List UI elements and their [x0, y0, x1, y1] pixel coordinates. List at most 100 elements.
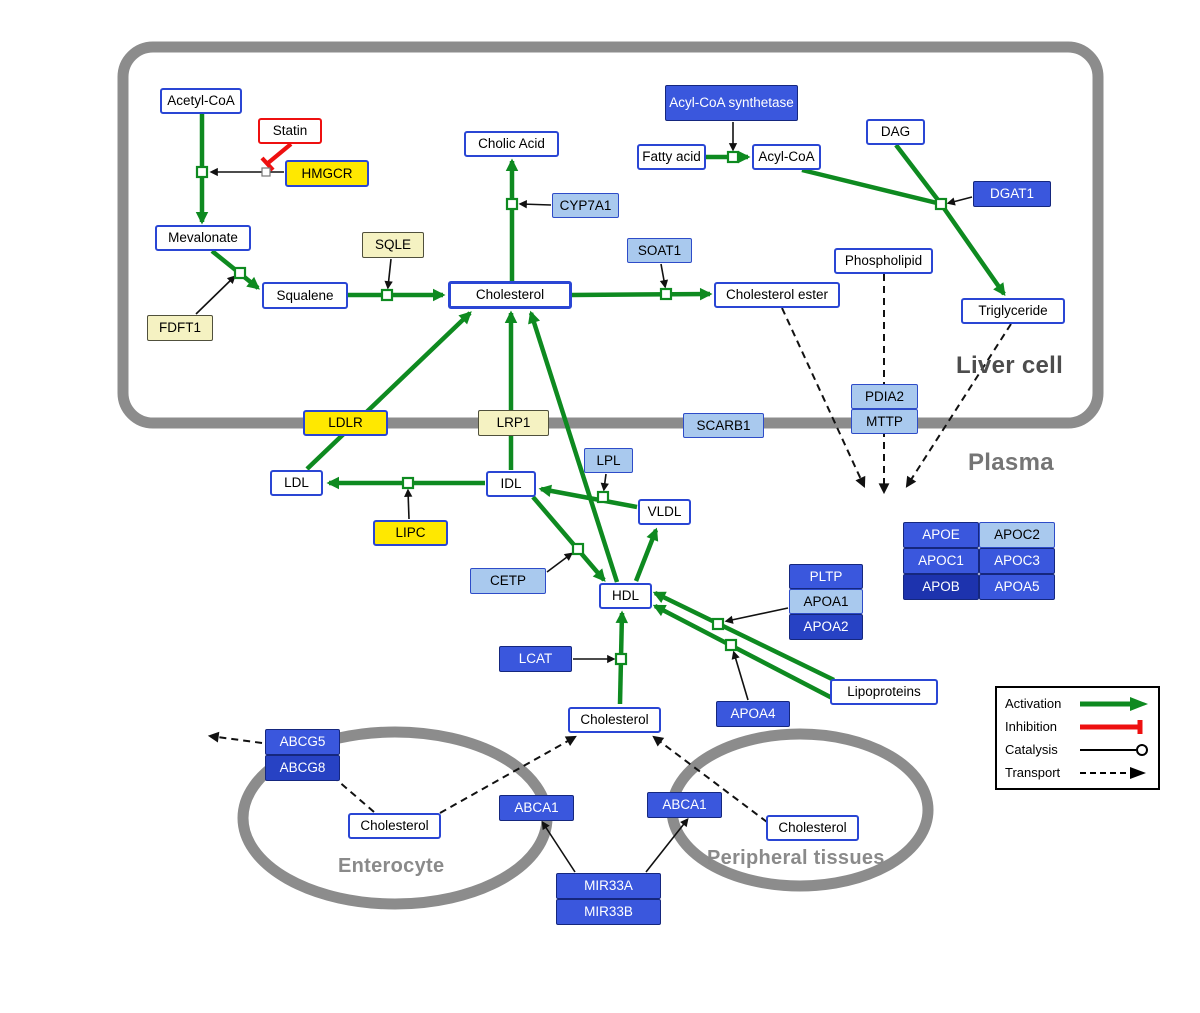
- node-vldl[interactable]: VLDL: [638, 499, 691, 525]
- reaction-node: [659, 287, 673, 301]
- node-abcg5[interactable]: ABCG5: [265, 729, 340, 755]
- inhibition-statin: [260, 142, 293, 172]
- node-cholesterol-peripheral[interactable]: Cholesterol: [766, 815, 859, 841]
- regulation-mir33-abca1-left: [541, 820, 576, 873]
- transport-edges: [207, 274, 1012, 823]
- transport-cholesterol-to-abcg5g8: [336, 779, 375, 813]
- node-pdia2[interactable]: PDIA2: [851, 384, 918, 409]
- reaction-node: [380, 288, 394, 302]
- node-apoc2[interactable]: APOC2: [979, 522, 1055, 548]
- node-cholesterol-enterocyte[interactable]: Cholesterol: [348, 813, 441, 839]
- edge-lipoproteins-to-hdl-upper: [652, 590, 835, 683]
- node-hdl[interactable]: HDL: [599, 583, 652, 609]
- node-cholic-acid[interactable]: Cholic Acid: [464, 131, 559, 157]
- transport-cholesterolester-secretion: [781, 307, 866, 488]
- node-squalene[interactable]: Squalene: [262, 282, 348, 309]
- reaction-node: [233, 266, 247, 280]
- node-acyl-coa-synthetase[interactable]: Acyl-CoA synthetase: [665, 85, 798, 121]
- edge-hdl-to-vldl-cetp: [633, 527, 659, 582]
- catalysis-dgat1: [946, 196, 973, 206]
- node-lcat[interactable]: LCAT: [499, 646, 572, 672]
- catalysis-cyp7a1: [518, 200, 552, 209]
- node-mevalonate[interactable]: Mevalonate: [155, 225, 251, 251]
- node-mttp[interactable]: MTTP: [851, 409, 918, 434]
- node-apoa2[interactable]: APOA2: [789, 614, 863, 640]
- node-ldl[interactable]: LDL: [270, 470, 323, 496]
- reaction-node: [195, 165, 209, 179]
- node-fdft1[interactable]: FDFT1: [147, 315, 213, 341]
- reaction-node: [571, 542, 585, 556]
- plasma-label: Plasma: [968, 449, 1054, 476]
- node-mir33b[interactable]: MIR33B: [556, 899, 661, 925]
- edge-vldl-to-idl: [538, 484, 638, 510]
- reaction-node: [934, 197, 948, 211]
- catalysis-sqle: [384, 258, 393, 290]
- node-lipoproteins[interactable]: Lipoproteins: [830, 679, 938, 705]
- node-abca1-enterocyte[interactable]: ABCA1: [499, 795, 574, 821]
- node-cetp[interactable]: CETP: [470, 568, 546, 594]
- legend-row-catalysis: Catalysis: [1005, 742, 1150, 758]
- node-apoa1[interactable]: APOA1: [789, 589, 863, 614]
- legend-label-transport: Transport: [1005, 765, 1061, 780]
- catalysis-soat1: [659, 263, 669, 289]
- legend-row-transport: Transport: [1005, 765, 1150, 781]
- reaction-nodes: [195, 150, 948, 666]
- node-apoe[interactable]: APOE: [903, 522, 979, 548]
- legend-row-activation: Activation: [1005, 696, 1150, 712]
- reaction-node: [614, 652, 628, 666]
- catalysis-apoa4: [731, 650, 749, 701]
- transport-triglyceride-secretion: [905, 323, 1012, 488]
- legend-label-activation: Activation: [1005, 696, 1062, 711]
- catalysis-fdft1: [195, 275, 236, 315]
- inhibition-statin-line: [266, 142, 293, 165]
- node-dag[interactable]: DAG: [866, 119, 925, 145]
- reaction-node: [724, 638, 738, 652]
- node-soat1[interactable]: SOAT1: [627, 238, 692, 263]
- node-statin[interactable]: Statin: [258, 118, 322, 144]
- node-scarb1[interactable]: SCARB1: [683, 413, 764, 438]
- legend-label-catalysis: Catalysis: [1005, 742, 1058, 757]
- node-apoc1[interactable]: APOC1: [903, 548, 979, 574]
- node-pltp[interactable]: PLTP: [789, 564, 863, 589]
- catalysis-apoa-complex: [724, 607, 789, 624]
- node-apoa4[interactable]: APOA4: [716, 701, 790, 727]
- node-lipc[interactable]: LIPC: [373, 520, 448, 546]
- node-dgat1[interactable]: DGAT1: [973, 181, 1051, 207]
- node-apoc3[interactable]: APOC3: [979, 548, 1055, 574]
- node-lpl[interactable]: LPL: [584, 448, 633, 473]
- node-abca1-peripheral[interactable]: ABCA1: [647, 792, 722, 818]
- transport-abcg5g8-efflux: [207, 731, 263, 744]
- node-apoa5[interactable]: APOA5: [979, 574, 1055, 600]
- catalysis-lipc: [404, 488, 413, 520]
- node-idl[interactable]: IDL: [486, 471, 536, 497]
- node-sqle[interactable]: SQLE: [362, 232, 424, 258]
- legend-row-inhibition: Inhibition: [1005, 719, 1150, 735]
- edge-lipoproteins-to-hdl-lower: [652, 604, 838, 702]
- node-cholesterol-ester[interactable]: Cholesterol ester: [714, 282, 840, 308]
- node-acyl-coa[interactable]: Acyl-CoA: [752, 144, 821, 170]
- node-mir33a[interactable]: MIR33A: [556, 873, 661, 899]
- activation-arrow-icon: [1080, 696, 1148, 711]
- node-ldlr[interactable]: LDLR: [303, 410, 388, 436]
- node-apob[interactable]: APOB: [903, 574, 979, 600]
- transport-enterocyte-cholesterol-to-plasma: [439, 735, 577, 814]
- node-cholesterol-liver[interactable]: Cholesterol: [448, 281, 572, 309]
- node-cholesterol-plasma[interactable]: Cholesterol: [568, 707, 661, 733]
- reaction-node: [505, 197, 519, 211]
- transport-dashed-arrow-icon: [1080, 766, 1146, 779]
- node-cyp7a1[interactable]: CYP7A1: [552, 193, 619, 218]
- node-phospholipid[interactable]: Phospholipid: [834, 248, 933, 274]
- node-abcg8[interactable]: ABCG8: [265, 755, 340, 781]
- node-fatty-acid[interactable]: Fatty acid: [637, 144, 706, 170]
- legend-label-inhibition: Inhibition: [1005, 719, 1058, 734]
- node-triglyceride[interactable]: Triglyceride: [961, 298, 1065, 324]
- edge-cholesterol-to-cholesterolester: [571, 287, 713, 301]
- enterocyte-label: Enterocyte: [338, 855, 445, 877]
- catalysis-circle-icon: [1080, 743, 1148, 756]
- inhibition-statin-bar: [260, 156, 275, 172]
- node-acetyl-coa[interactable]: Acetyl-CoA: [160, 88, 242, 114]
- node-lrp1[interactable]: LRP1: [478, 410, 549, 436]
- node-hmgcr[interactable]: HMGCR: [285, 160, 369, 187]
